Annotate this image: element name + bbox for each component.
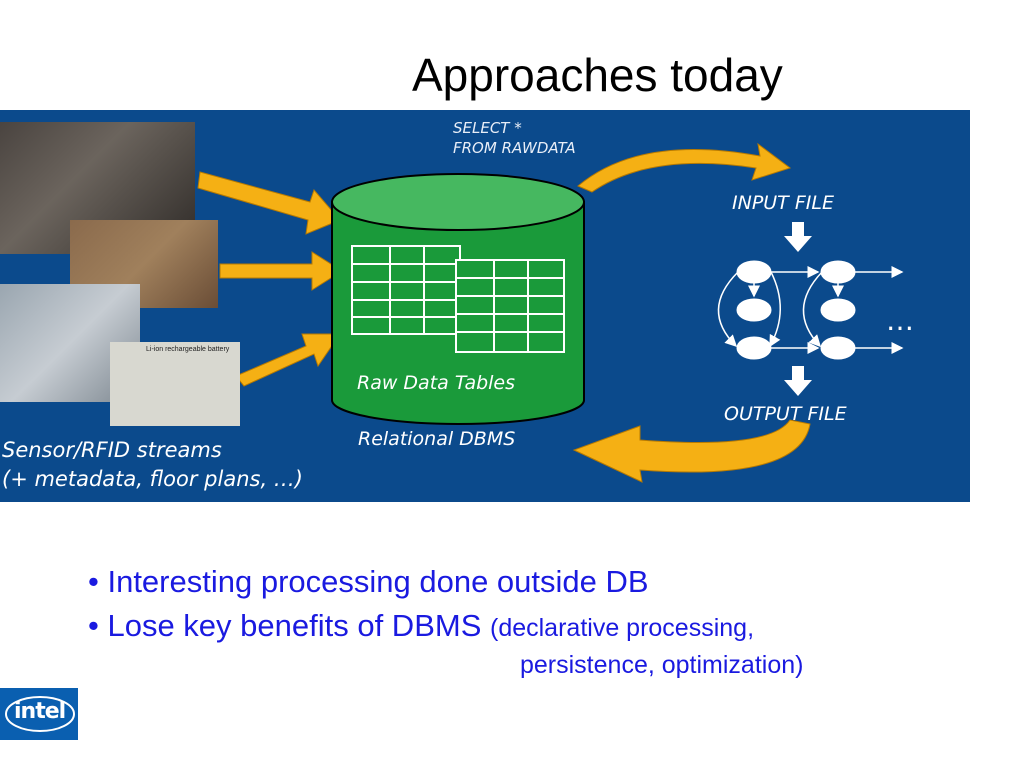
sql-line-1: SELECT * <box>453 119 522 137</box>
sensor-arrow-2 <box>219 251 343 291</box>
input-file-label: INPUT FILE <box>732 192 834 214</box>
down-arrow-input <box>784 222 812 252</box>
intel-logo-swoosh <box>5 696 75 732</box>
sensor-line-2: (+ metadata, floor plans, …) <box>2 467 303 491</box>
bullet-2: • Lose key benefits of DBMS (declarative… <box>88 604 754 650</box>
bullet-list: • Interesting processing done outside DB… <box>88 560 803 679</box>
bullet-2-paren: (declarative processing, <box>490 614 755 642</box>
page-title: Approaches today <box>412 49 783 101</box>
query-arrow-top <box>577 142 792 193</box>
relational-dbms-label: Relational DBMS <box>358 428 516 450</box>
bullet-2-continuation: persistence, optimization) <box>520 651 804 679</box>
sensor-arrow-3 <box>235 333 341 387</box>
diagram-graphics <box>197 142 904 483</box>
raw-data-tables-label: Raw Data Tables <box>357 372 516 394</box>
result-arrow-bottom <box>572 419 811 483</box>
sensor-photo-battery: Li-ion rechargeable battery <box>110 342 240 426</box>
sensor-streams-label: Sensor/RFID streams (+ metadata, floor p… <box>2 436 303 494</box>
raw-table-2 <box>455 259 565 353</box>
intel-logo-text: intel <box>14 699 66 724</box>
bullet-2-main: • Lose key benefits of DBMS <box>88 608 490 643</box>
graph-ellipsis: … <box>886 304 914 337</box>
bullet-1: • Interesting processing done outside DB <box>88 564 649 599</box>
processing-graph <box>717 260 904 360</box>
down-arrow-output <box>784 366 812 396</box>
approaches-diagram: Li-ion rechargeable battery SELECT * FRO… <box>0 110 970 502</box>
raw-table-1 <box>351 245 461 335</box>
battery-caption: Li-ion rechargeable battery <box>146 346 230 353</box>
intel-logo: intel <box>0 688 78 740</box>
sql-query-label: SELECT * FROM RAWDATA <box>453 118 576 158</box>
sensor-line-1: Sensor/RFID streams <box>2 438 222 462</box>
sensor-arrow-1 <box>197 171 341 235</box>
output-file-label: OUTPUT FILE <box>724 403 847 425</box>
sql-line-2: FROM RAWDATA <box>453 139 576 157</box>
